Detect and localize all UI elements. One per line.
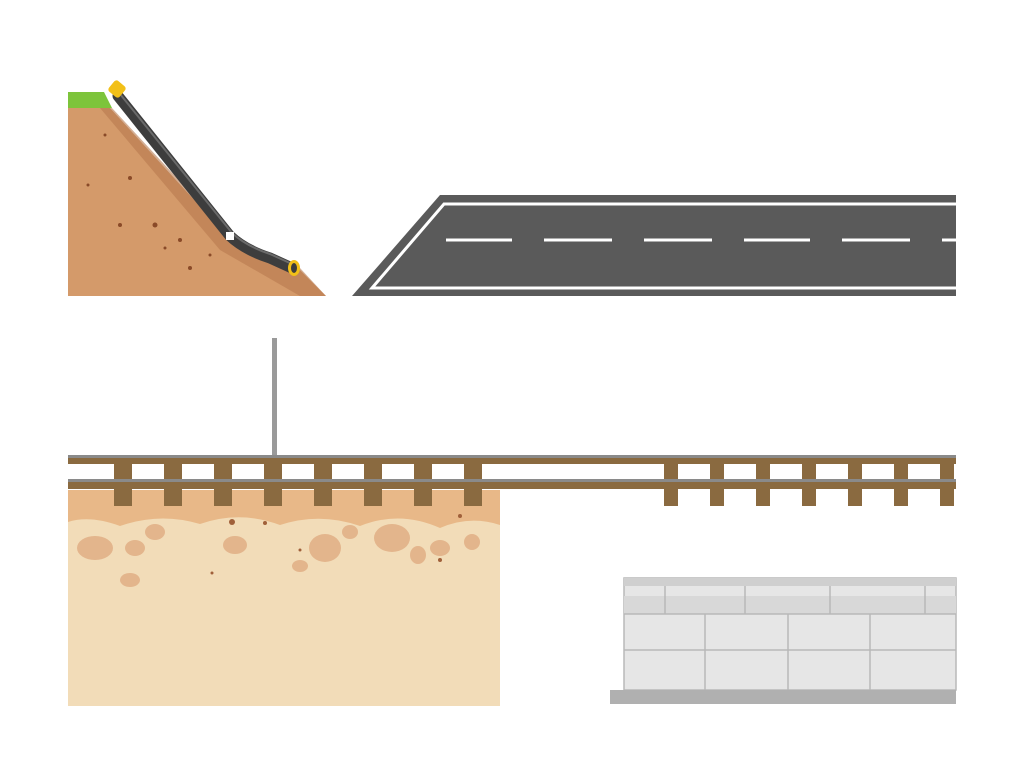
ground-block xyxy=(68,490,500,706)
road-edge-top xyxy=(368,202,956,290)
road-asphalt xyxy=(352,195,956,296)
road-panel xyxy=(352,195,956,296)
ground-pebbles xyxy=(210,514,462,575)
rail-bottom-steel xyxy=(68,479,956,482)
ground-stones xyxy=(77,524,480,587)
soil-slope xyxy=(68,108,326,296)
wall-band xyxy=(624,596,956,614)
rail-top-steel xyxy=(68,455,956,458)
wall-body xyxy=(623,577,957,691)
pipe-end-inner xyxy=(291,263,297,273)
vertical-pole xyxy=(272,338,277,458)
wall-coping xyxy=(624,578,956,586)
rail-bottom xyxy=(68,481,956,489)
soil-speckles xyxy=(86,133,212,270)
rail-top xyxy=(68,457,956,464)
soil-slope-panel xyxy=(68,80,326,296)
grass-cap xyxy=(68,92,112,108)
wall-base xyxy=(610,690,956,704)
soil-slope-shadow xyxy=(100,108,326,296)
wall-joints xyxy=(624,586,956,690)
pipe-fitting-top xyxy=(108,80,126,98)
ground-panel xyxy=(68,490,500,706)
pipe-joint xyxy=(226,232,234,240)
wall-panel xyxy=(610,577,957,704)
railway-panel xyxy=(68,455,956,506)
